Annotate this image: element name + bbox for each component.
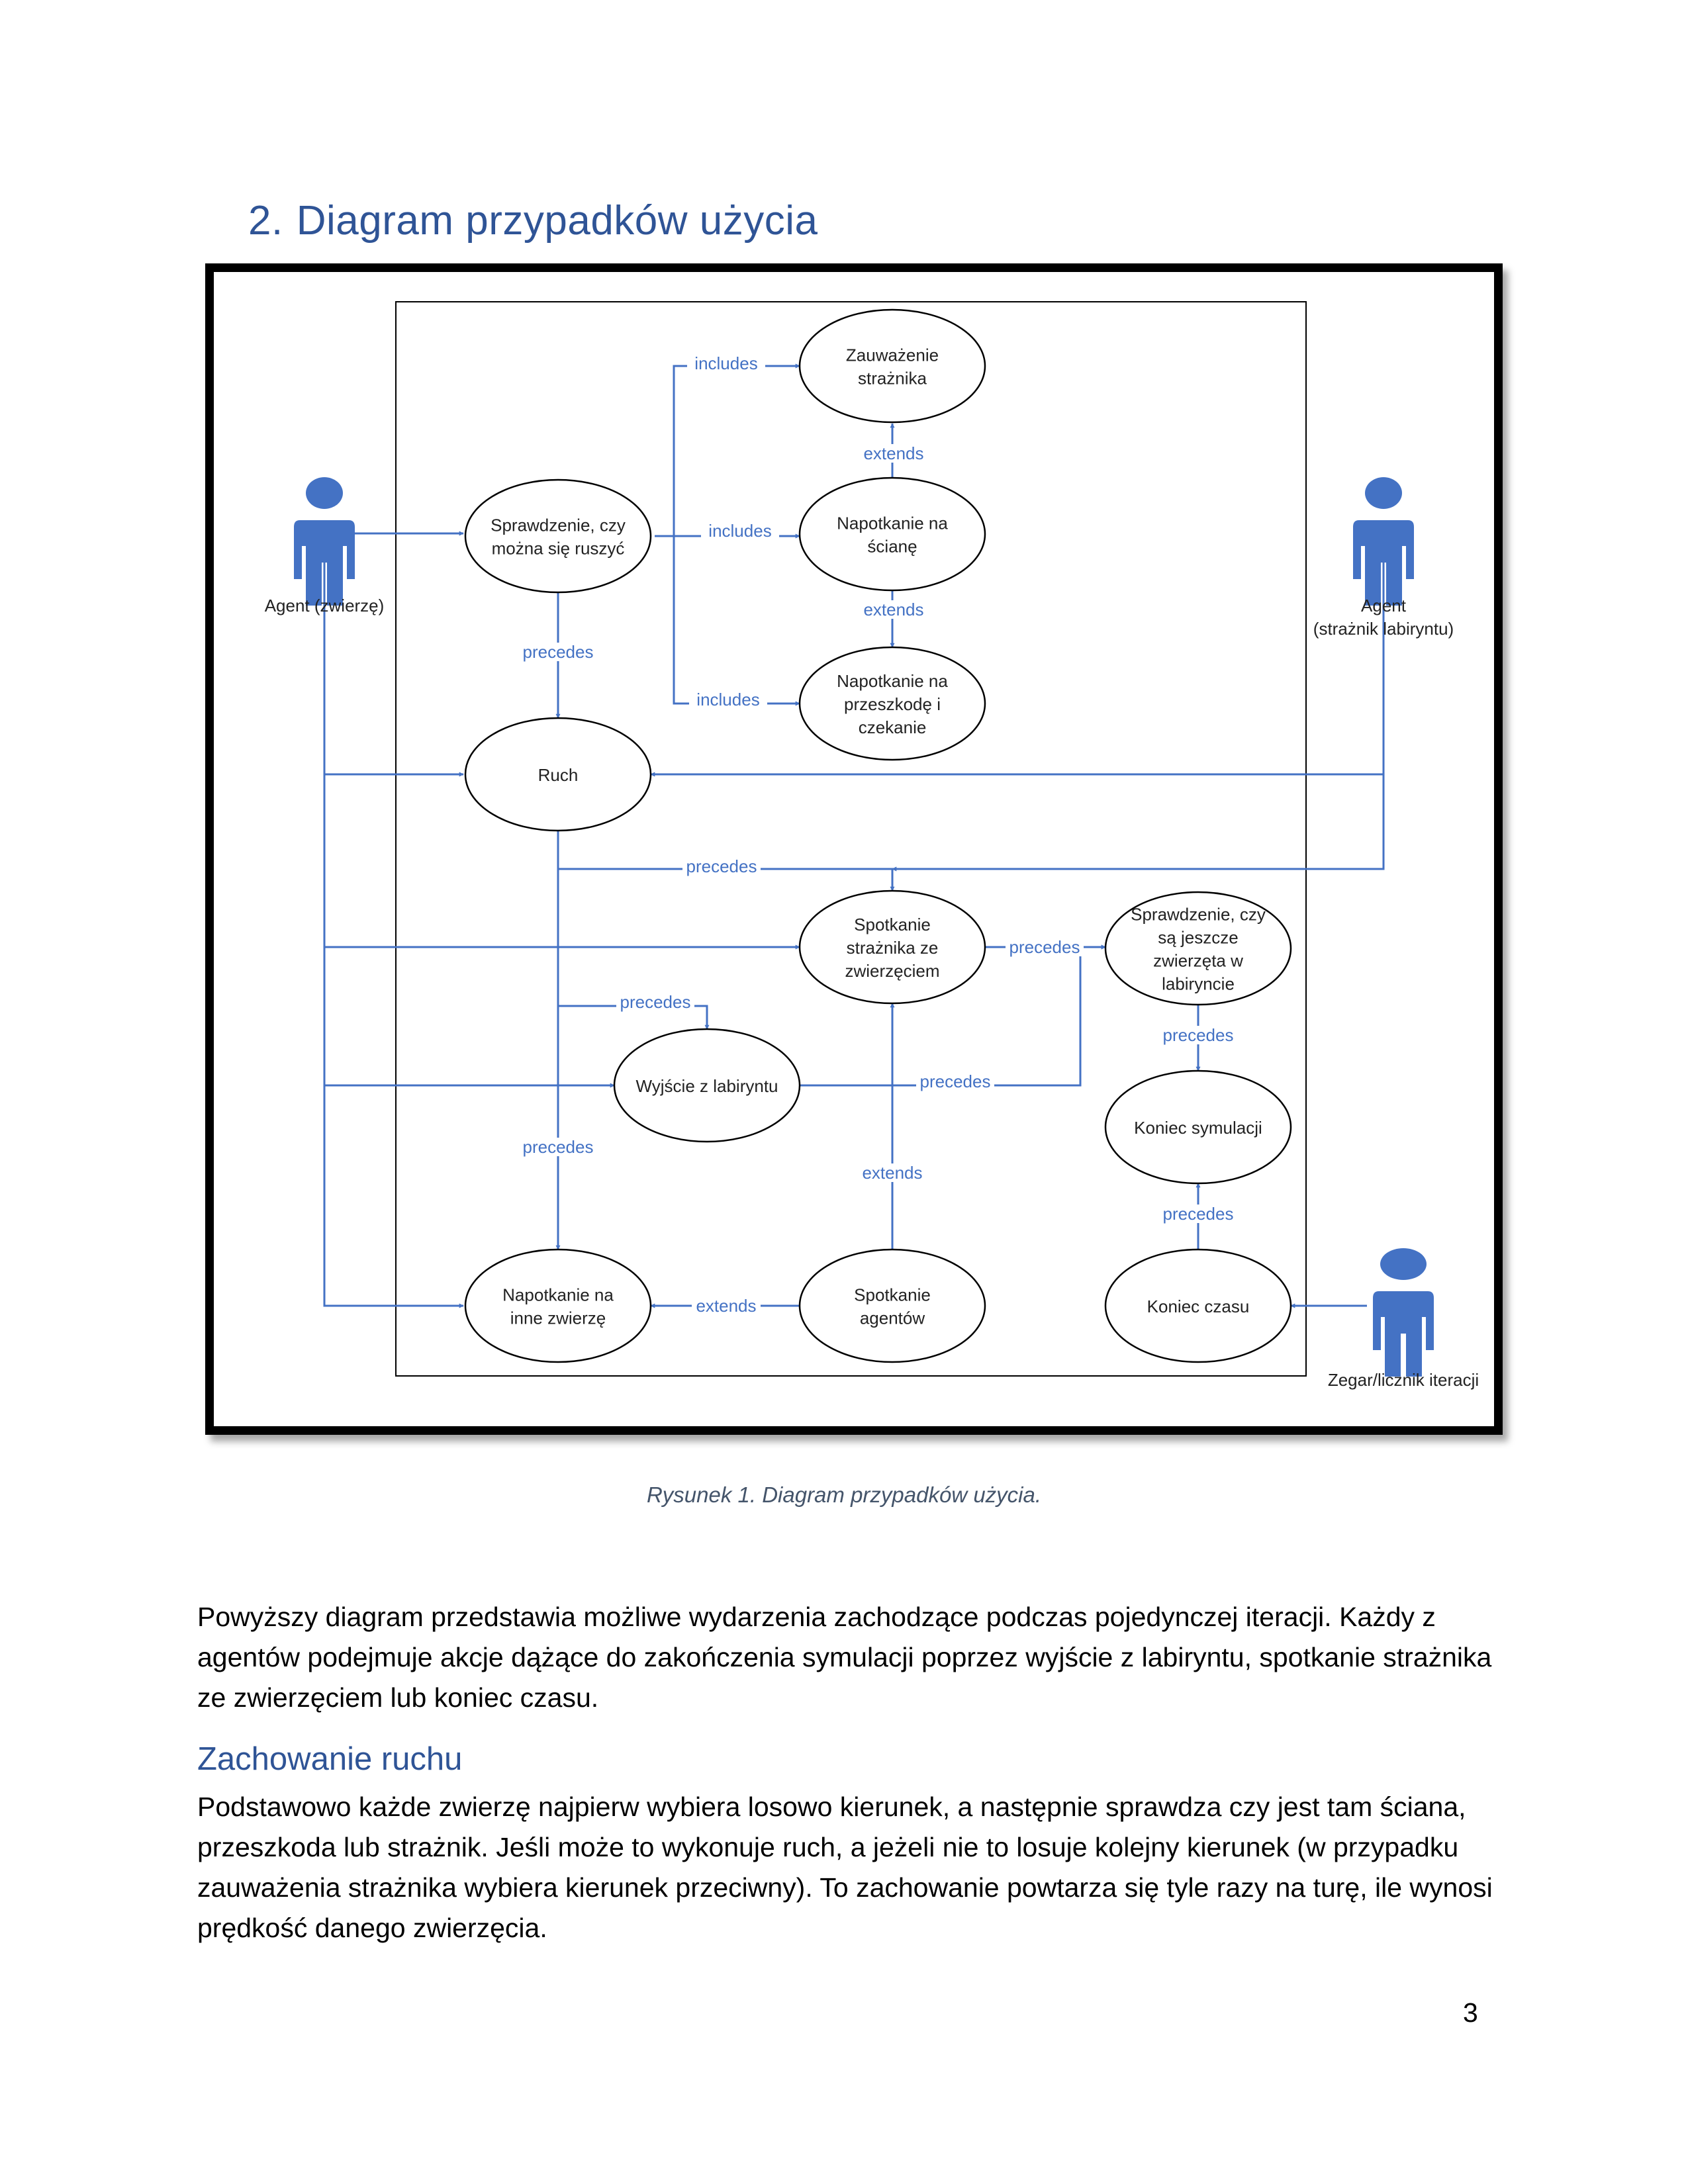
use-case-ellipse	[464, 717, 652, 832]
use-case-ellipse	[464, 1248, 652, 1363]
svg-text:extends: extends	[863, 443, 923, 463]
svg-text:extends: extends	[862, 1163, 922, 1183]
relation-r5-label: extends	[859, 600, 928, 619]
use-case-ellipse	[613, 1028, 801, 1143]
relation-r9-label: precedes	[519, 1137, 597, 1157]
svg-text:precedes: precedes	[920, 1071, 991, 1091]
actor-link-a-ucNapotkanie	[323, 529, 464, 1308]
svg-text:precedes: precedes	[686, 856, 757, 876]
page-number: 3	[1463, 1997, 1478, 2028]
svg-text:includes: includes	[694, 353, 757, 373]
system-boundary	[395, 301, 1307, 1377]
use-case-ellipse	[464, 478, 652, 594]
svg-text:includes: includes	[696, 690, 759, 709]
relation-r2-label: includes	[701, 521, 779, 541]
svg-text:extends: extends	[696, 1296, 756, 1316]
subheading-movement: Zachowanie ruchu	[197, 1741, 463, 1777]
relation-r15-label: precedes	[1159, 1204, 1237, 1224]
actors-layer: Agent (zwierzę) Agent(strażnik labiryntu)…	[265, 477, 1479, 1390]
figure-frame	[205, 263, 1503, 1435]
use-case-wyjscie: Wyjście z labiryntu	[613, 1028, 801, 1143]
actor-label: Zegar/licznik iteracji	[1328, 1370, 1479, 1390]
relation-r1-line	[655, 363, 800, 537]
use-case-ruch: Ruch	[464, 717, 652, 832]
svg-text:includes: includes	[708, 521, 771, 541]
relation-r13-label: extends	[858, 1163, 927, 1183]
use-case-ellipse	[798, 308, 986, 424]
paragraph-intro: Powyższy diagram przedstawia możliwe wyd…	[197, 1602, 1492, 1713]
relation-r8-label: precedes	[616, 992, 694, 1012]
actor-link-s-ucRuch	[650, 529, 1385, 777]
person-icon	[1353, 477, 1414, 606]
svg-text:precedes: precedes	[523, 1137, 594, 1157]
svg-text:precedes: precedes	[1163, 1025, 1234, 1045]
relation-r3-line	[655, 535, 800, 706]
use-case-ellipse	[1104, 1069, 1292, 1185]
use-case-label: Ruch	[538, 765, 579, 785]
relation-r10-label: precedes	[1006, 937, 1084, 957]
actor-zegar: Zegar/licznik iteracji	[1328, 1248, 1479, 1390]
relation-labels-layer: includes includes includes extends extends pr…	[519, 353, 1237, 1316]
use-case-label: Koniec czasu	[1147, 1297, 1250, 1316]
actor-agent-zwierze: Agent (zwierzę)	[265, 477, 385, 615]
section-title: Diagram przypadków użycia	[296, 198, 818, 244]
relation-r12-label: precedes	[1159, 1025, 1237, 1045]
svg-text:extends: extends	[863, 600, 923, 619]
svg-text:precedes: precedes	[1009, 937, 1080, 957]
person-icon	[1373, 1248, 1434, 1377]
svg-text:precedes: precedes	[620, 992, 691, 1012]
section-heading: 2. Diagram przypadków użycia	[248, 197, 818, 244]
svg-text:precedes: precedes	[523, 642, 594, 662]
actor-label: Agent(strażnik labiryntu)	[1313, 596, 1454, 639]
svg-text:precedes: precedes	[1163, 1204, 1234, 1224]
actor-agent-straznik: Agent(strażnik labiryntu)	[1313, 477, 1454, 639]
use-case-label: Koniec symulacji	[1134, 1118, 1262, 1138]
person-icon	[294, 477, 355, 606]
section-number: 2.	[248, 198, 283, 244]
relation-r1-label: includes	[687, 353, 765, 373]
figure-caption: Rysunek 1. Diagram przypadków użycia.	[646, 1482, 1042, 1507]
relation-r6-label: precedes	[519, 642, 597, 662]
relation-r14-label: extends	[692, 1296, 761, 1316]
use-case-ellipse	[798, 646, 986, 761]
use-case-label: Wyjście z labiryntu	[635, 1076, 778, 1096]
paragraph-movement: Podstawowo każde zwierzę najpierw wybier…	[197, 1792, 1493, 1943]
use-case-ellipse	[798, 889, 986, 1005]
relation-r11-label: precedes	[916, 1071, 994, 1091]
actor-label: Agent (zwierzę)	[265, 596, 385, 615]
use-case-koniec-czasu: Koniec czasu	[1104, 1248, 1292, 1363]
use-case-ellipse	[798, 1248, 986, 1363]
actor-link-s-ucSpotkanie	[892, 774, 1385, 872]
use-case-koniec-symulacji: Koniec symulacji	[1104, 1069, 1292, 1185]
use-case-ellipse	[798, 477, 986, 592]
use-case-ellipse	[1104, 1248, 1292, 1363]
use-case-ellipse	[1104, 891, 1292, 1006]
relation-r7-label: precedes	[682, 856, 761, 876]
relation-r4-label: extends	[859, 443, 928, 463]
relation-r3-label: includes	[689, 690, 767, 709]
